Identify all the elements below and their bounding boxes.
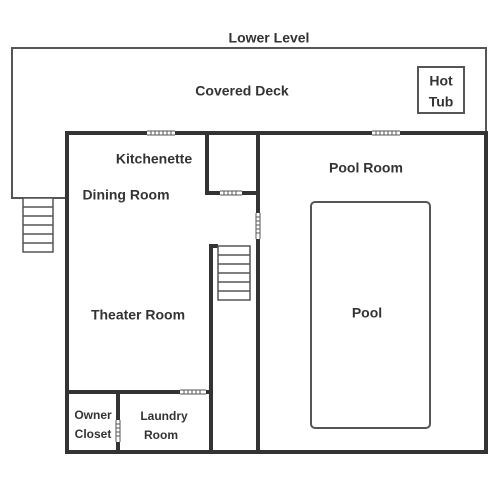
- theater-room-label: Theater Room: [91, 307, 185, 323]
- door-openings: [115, 130, 400, 442]
- covered-deck-label: Covered Deck: [195, 83, 289, 99]
- kitchenette-label: Kitchenette: [116, 151, 192, 167]
- pool-shape: [310, 201, 431, 429]
- door-hatch-ticks: [116, 131, 397, 437]
- exterior-staircase: [22, 197, 54, 253]
- building-outer-wall: [65, 131, 488, 454]
- pool-room-label: Pool Room: [329, 160, 403, 176]
- pool-label: Pool: [352, 305, 382, 321]
- dining-room-label: Dining Room: [82, 187, 169, 203]
- hot-tub-label-line2: Tub: [429, 94, 454, 110]
- laundry-room-label-line1: Laundry: [140, 409, 188, 423]
- hot-tub-label-line1: Hot: [429, 73, 453, 89]
- hot-tub: [417, 66, 465, 114]
- interior-staircase: [217, 245, 251, 301]
- laundry-room-label-line2: Room: [144, 428, 178, 442]
- covered-deck-outline: [11, 47, 487, 199]
- plan-title: Lower Level: [229, 30, 310, 46]
- owner-closet-label-line1: Owner: [74, 408, 112, 422]
- owner-closet-label-line2: Closet: [75, 427, 112, 441]
